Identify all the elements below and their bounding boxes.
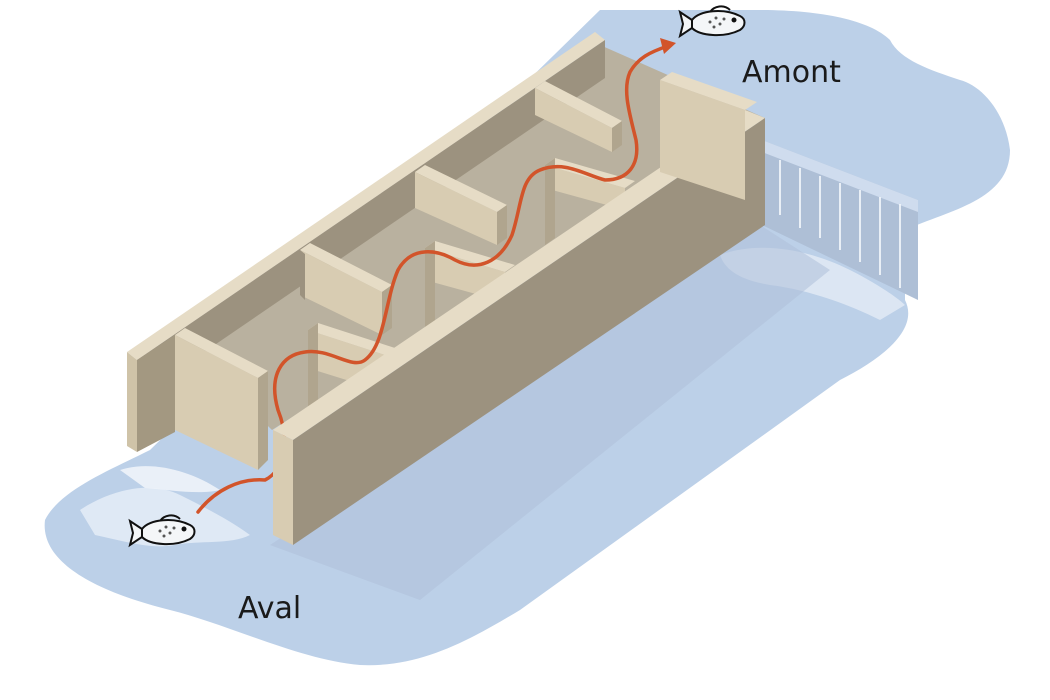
label-upstream: Amont — [742, 55, 841, 90]
weir — [762, 140, 918, 300]
fish-ladder-structure — [127, 32, 765, 545]
baffle-front-2 — [425, 241, 515, 335]
label-downstream: Aval — [238, 591, 301, 626]
fish-icon — [678, 5, 746, 39]
back-wall — [127, 32, 605, 452]
fish-icon — [128, 514, 196, 548]
fish-path — [196, 44, 670, 514]
baffle-back-1 — [175, 328, 268, 470]
baffle-back-2 — [300, 243, 392, 335]
baffle-back-4 — [535, 81, 622, 152]
front-wall — [273, 72, 765, 545]
fish-path-arrowhead — [660, 38, 676, 54]
baffle-back-3 — [415, 165, 507, 245]
